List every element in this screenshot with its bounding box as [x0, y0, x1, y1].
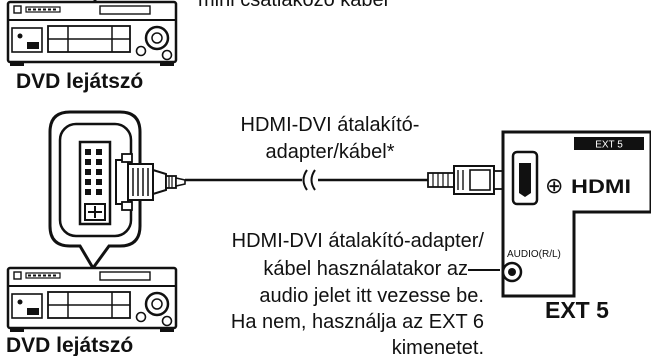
note-line-1: HDMI-DVI átalakító-adapter/ — [232, 230, 485, 252]
dvd-player-bottom-label: DVD lejátszó — [6, 334, 133, 356]
top-cable-label: mini csatlakozó kábel — [198, 0, 388, 11]
dvd-player-bottom — [6, 266, 178, 332]
audio-jack-label: AUDIO(R/L) — [507, 249, 561, 260]
note-line-5: kimenetet. — [392, 337, 484, 356]
terminal-label: EXT 5 — [545, 297, 609, 323]
hdmi-dvi-cable — [185, 169, 428, 191]
dvi-pins — [85, 149, 102, 195]
adapter-label-line1: HDMI-DVI átalakító- — [241, 114, 420, 136]
plus-symbol: ⊕ — [545, 173, 563, 198]
note-line-4: Ha nem, használja az EXT 6 — [231, 311, 484, 333]
note-line-3: audio jelet itt vezesse be. — [259, 285, 484, 307]
panel-tag: EXT 5 — [595, 140, 623, 151]
dvi-connector — [115, 153, 186, 211]
adapter-label-line2: adapter/kábel* — [266, 141, 395, 163]
dvd-player-top-label: DVD lejátszó — [16, 70, 143, 93]
hdmi-connector — [427, 165, 511, 195]
dvd-player-top — [6, 0, 178, 66]
note-line-2: kábel használatakor az — [263, 258, 468, 280]
tv-terminal-panel: EXT 5 ⊕ HDMI AUDIO(R/L) — [501, 130, 651, 298]
hdmi-logo: HDMI — [571, 177, 631, 198]
